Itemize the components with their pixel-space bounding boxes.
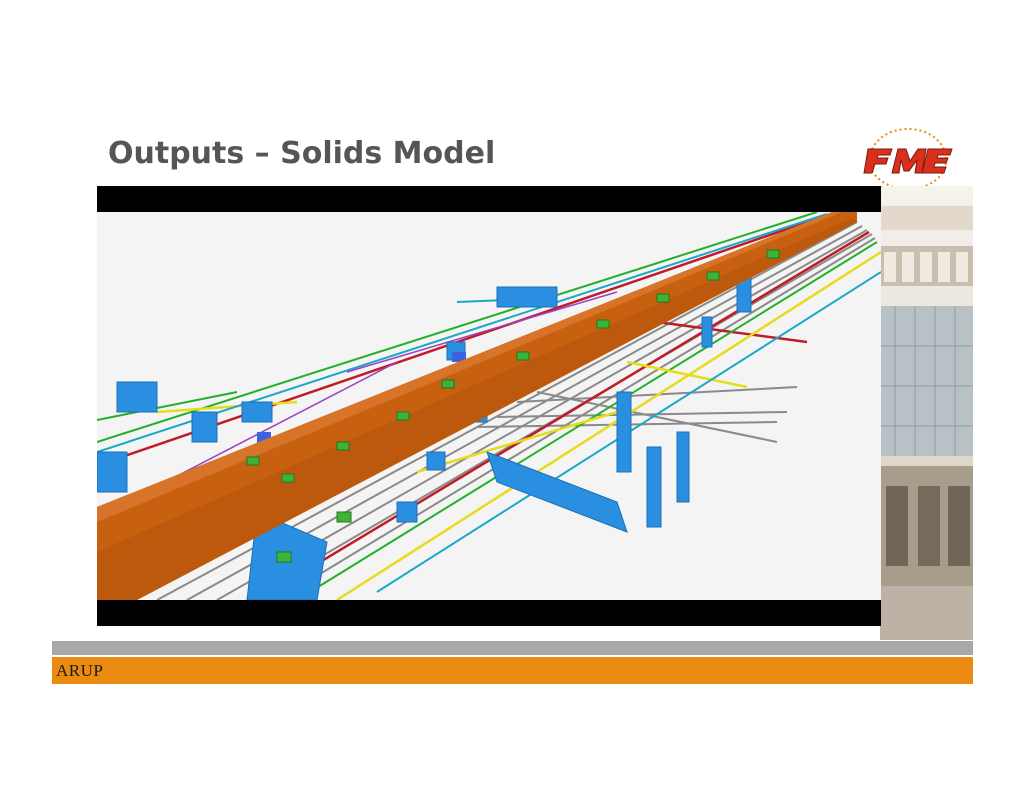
background-building-photo — [880, 186, 973, 640]
slide-title: Outputs – Solids Model — [108, 136, 496, 171]
video-frame[interactable] — [97, 186, 881, 626]
footer-orange-bar: ARUP — [52, 657, 973, 684]
fme-logo — [862, 127, 954, 191]
arup-brand-logo: ARUP — [56, 661, 104, 680]
solids-model-3d-view[interactable] — [97, 212, 881, 600]
footer-grey-bar — [52, 641, 973, 655]
